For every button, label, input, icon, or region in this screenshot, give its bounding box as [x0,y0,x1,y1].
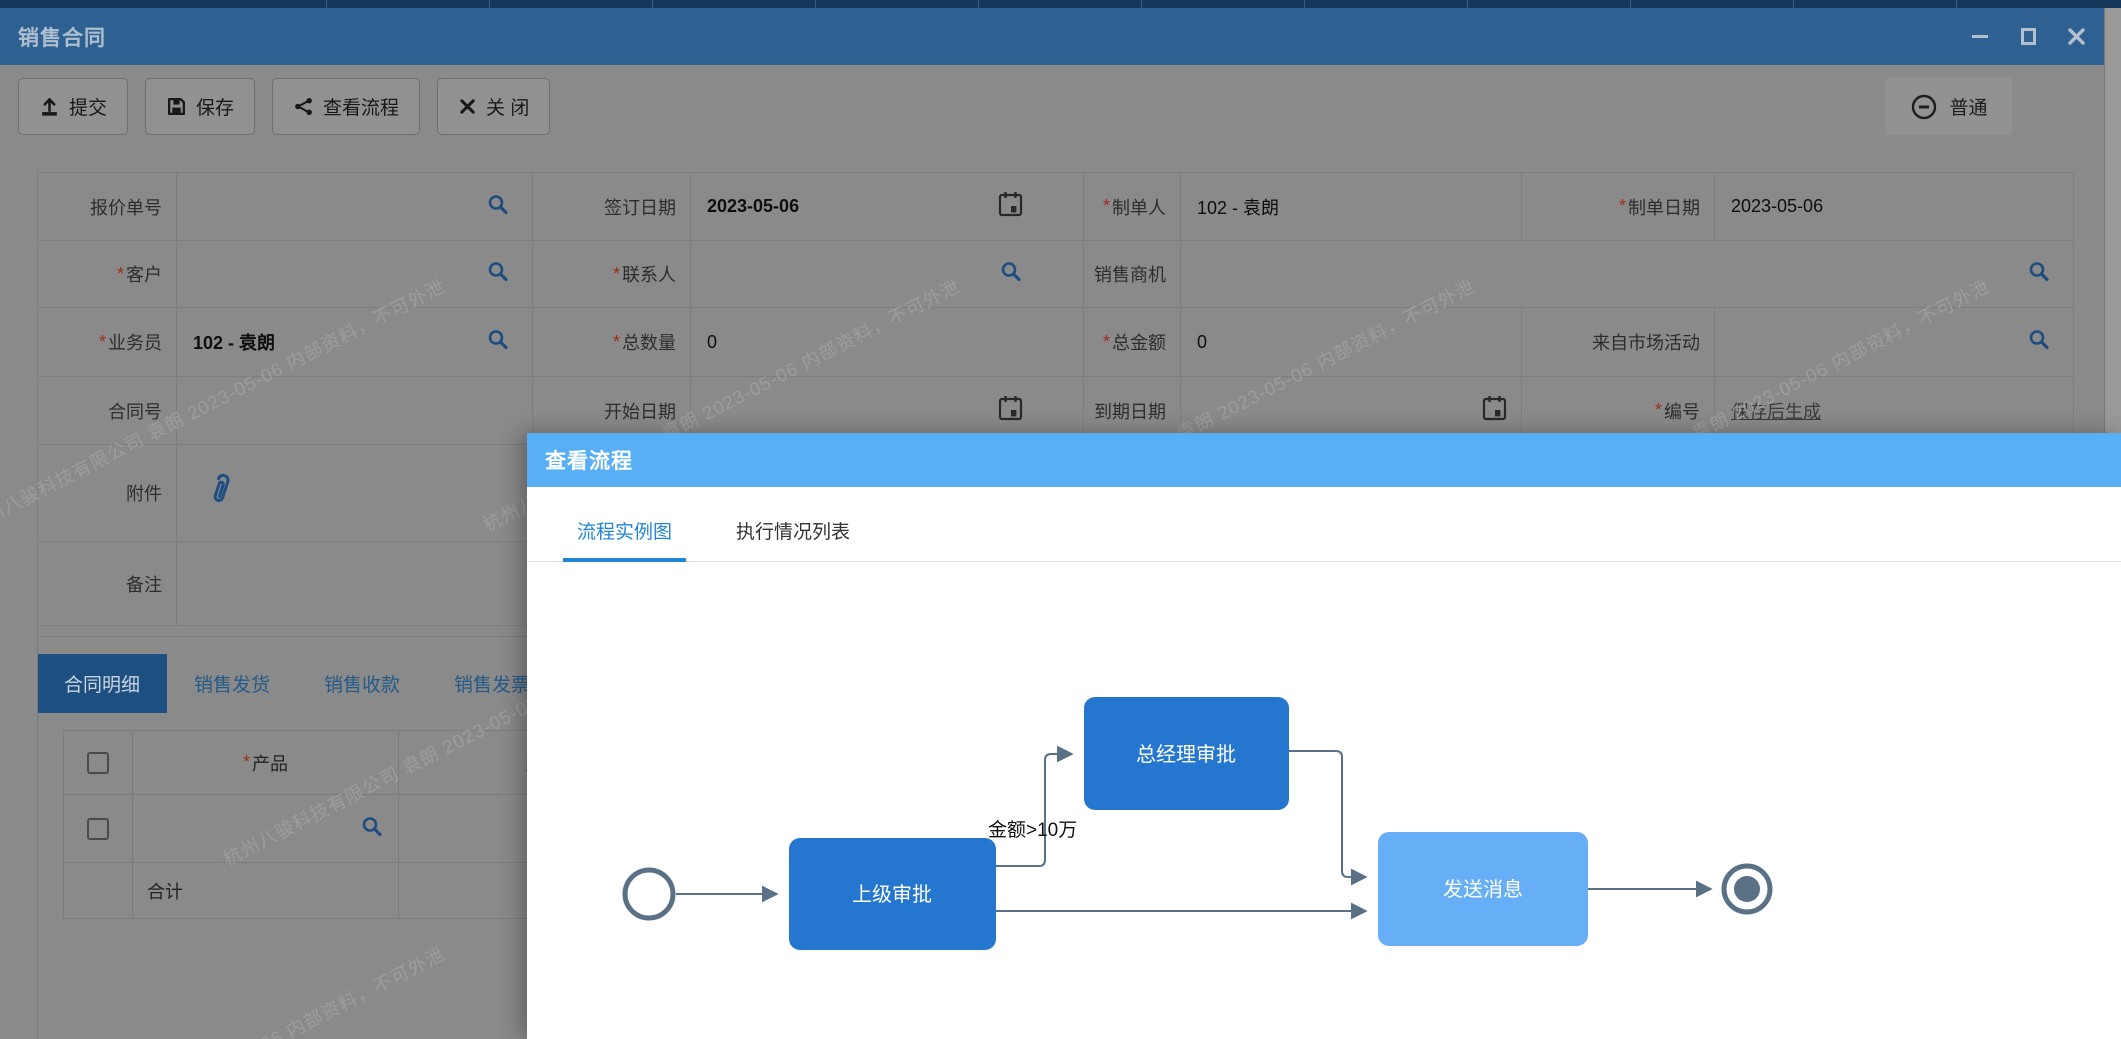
label-total-amount: *总金额 [1084,308,1181,377]
tab-contract-detail[interactable]: 合同明细 [37,654,168,713]
page-left-border [37,625,38,1039]
upload-icon [42,98,57,116]
tab-sales-invoice[interactable]: 销售发票 [454,675,531,696]
node-gm-approval[interactable]: 总经理审批 [1084,697,1289,810]
start-event [622,867,676,921]
quote-no-field[interactable] [177,173,533,241]
submit-label: 提交 [69,98,108,119]
modal-title: 查看流程 [545,450,633,473]
tab-execution-list[interactable]: 执行情况列表 [736,522,851,543]
label-total-qty: *总数量 [533,308,691,377]
contact-field[interactable] [691,241,1084,308]
calendar-icon[interactable] [998,191,1023,223]
save-icon [168,97,186,116]
serial-value-link[interactable]: 保存后生成 [1731,401,1821,422]
browser-strip [0,0,2121,8]
total-row-blank [64,863,133,919]
label-sign-date: 签订日期 [533,173,691,241]
close-form-label: 关 闭 [486,98,530,119]
product-input-cell[interactable] [133,795,399,863]
search-icon[interactable] [360,814,384,843]
x-icon [460,99,475,114]
minimize-icon[interactable] [1969,26,1991,48]
view-flow-modal: 查看流程 流程实例图 执行情况列表 上级审批 [527,433,2121,1039]
row-select-cell [64,795,133,863]
total-qty-field[interactable]: 0 [691,308,1084,377]
select-all-cell [64,731,133,795]
customer-field[interactable] [177,241,533,308]
total-row-label: 合计 [133,863,399,919]
toolbar: 提交 保存 查看流程 关 闭 [18,78,551,135]
campaign-field[interactable] [1715,308,2074,377]
calendar-icon[interactable] [1482,395,1507,427]
make-date-field: 2023-05-06 [1715,173,2074,241]
node-superior-approval[interactable]: 上级审批 [789,838,996,950]
node-send-message[interactable]: 发送消息 [1378,832,1588,946]
search-icon[interactable] [2027,260,2051,289]
save-label: 保存 [196,98,235,119]
svg-text:发送消息: 发送消息 [1443,878,1523,901]
edge-gm-to-send [1289,750,1368,886]
search-icon[interactable] [486,192,510,221]
priority-selector[interactable]: 普通 [1886,78,2012,135]
modal-tabs: 流程实例图 执行情况列表 [527,487,2121,562]
end-event-core [1734,876,1760,902]
label-attachment: 附件 [38,445,177,542]
page-title: 销售合同 [18,26,106,50]
label-contact: *联系人 [533,241,691,308]
product-header-cell: *产品 [133,731,399,795]
tab-flow-diagram[interactable]: 流程实例图 [562,517,687,562]
modal-header: 查看流程 [527,433,2121,487]
select-all-checkbox[interactable] [87,751,109,774]
view-flow-label: 查看流程 [323,98,400,119]
label-contract-no: 合同号 [38,377,177,445]
label-make-date: *制单日期 [1522,173,1715,241]
flow-diagram: 上级审批 总经理审批 发送消息 金额>10万 [622,697,1773,950]
contract-no-field[interactable] [177,377,533,445]
view-flow-button[interactable]: 查看流程 [272,78,421,135]
search-icon[interactable] [999,260,1023,289]
label-remark: 备注 [38,542,177,626]
detail-tabs: 合同明细 销售发货 销售收款 销售发票 [37,654,557,713]
salesman-field[interactable]: 102 - 袁朗 [177,308,533,377]
label-salesman: *业务员 [38,308,177,377]
circle-minus-icon [1912,94,1937,119]
row-checkbox[interactable] [87,817,109,840]
calendar-icon[interactable] [998,395,1023,427]
total-amount-field[interactable]: 0 [1181,308,1522,377]
edge-superior-to-gm [996,745,1074,867]
label-opportunity: 销售商机 [1084,241,1181,308]
search-icon[interactable] [486,260,510,289]
submit-button[interactable]: 提交 [18,78,129,135]
condition-label: 金额>10万 [988,819,1077,841]
label-customer: *客户 [38,241,177,308]
sign-date-field[interactable]: 2023-05-06 [691,173,1084,241]
save-button[interactable]: 保存 [145,78,256,135]
window-titlebar: 销售合同 [0,8,2105,65]
maker-field: 102 - 袁朗 [1181,173,1522,241]
close-icon[interactable] [2065,26,2087,48]
label-maker: *制单人 [1084,173,1181,241]
opportunity-field[interactable] [1181,241,2074,308]
label-campaign: 来自市场活动 [1522,308,1715,377]
paperclip-icon[interactable] [200,470,239,516]
tab-sales-receipt[interactable]: 销售收款 [324,675,401,696]
label-quote-no: 报价单号 [38,173,177,241]
watermark-text: 杭州八骏科技有限公司 袁朗 2023-05-06 内部资料，不可外泄 [0,941,449,1039]
priority-label: 普通 [1949,98,1988,119]
svg-text:上级审批: 上级审批 [852,883,932,906]
maximize-icon[interactable] [2017,26,2039,48]
share-icon [295,97,312,116]
tab-sales-delivery[interactable]: 销售发货 [194,675,271,696]
close-form-button[interactable]: 关 闭 [437,78,551,135]
search-icon[interactable] [486,328,510,357]
search-icon[interactable] [2027,328,2051,357]
svg-text:总经理审批: 总经理审批 [1136,743,1236,766]
